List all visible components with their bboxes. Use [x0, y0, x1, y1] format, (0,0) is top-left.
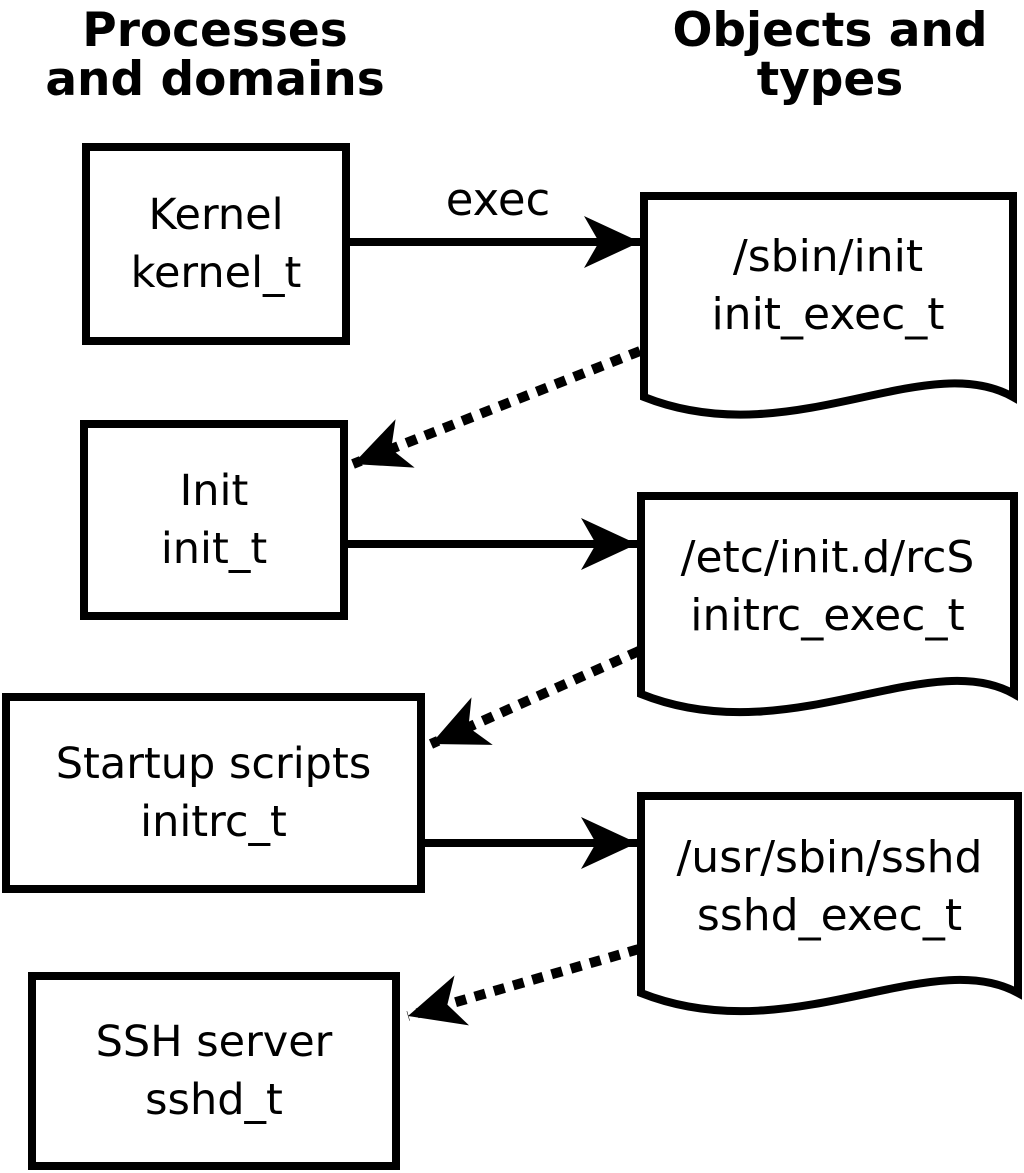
process-node-startup-scripts: Startup scripts initrc_t	[2, 693, 425, 893]
process-node-ssh-server: SSH server sshd_t	[28, 972, 400, 1170]
object-path: /etc/init.d/rcS	[680, 532, 975, 583]
object-node-usr-sbin-sshd: /usr/sbin/sshd sshd_exec_t	[641, 796, 1018, 993]
column-title-objects-line1: Objects and	[672, 3, 988, 58]
object-type: sshd_exec_t	[696, 889, 963, 941]
object-type: initrc_exec_t	[690, 590, 965, 641]
process-name: Startup scripts	[55, 739, 372, 789]
process-domain-type: init_t	[160, 524, 268, 574]
process-domain-type: kernel_t	[130, 248, 302, 298]
process-name: Init	[179, 466, 249, 516]
transition-arrow-init-exec-to-init	[351, 346, 642, 469]
column-title-processes: Processes and domains	[15, 6, 415, 104]
process-node-kernel: Kernel kernel_t	[82, 143, 350, 345]
column-title-objects-line2: types	[756, 52, 904, 107]
process-domain-type: sshd_t	[145, 1075, 283, 1125]
document-shape-etc-initd-rcs	[637, 492, 1018, 717]
exec-edge-label: exec	[445, 173, 551, 226]
document-shape-sbin-init	[640, 192, 1017, 419]
object-type: init_exec_t	[711, 289, 945, 340]
transition-arrow-sshd-exec-to-sshd	[406, 944, 641, 1026]
object-node-sbin-init: /sbin/init init_exec_t	[644, 196, 1012, 396]
process-domain-type: initrc_t	[140, 797, 287, 847]
column-title-processes-line2: and domains	[45, 52, 385, 107]
object-path: /sbin/init	[732, 231, 924, 282]
document-shape-usr-sbin-sshd	[637, 792, 1022, 1016]
process-name: SSH server	[95, 1017, 333, 1067]
object-path: /usr/sbin/sshd	[676, 831, 983, 883]
process-name: Kernel	[148, 190, 284, 240]
transition-arrow-initrc-exec-to-initrc	[428, 646, 642, 749]
column-title-objects: Objects and types	[638, 6, 1022, 104]
column-title-processes-line1: Processes	[82, 3, 348, 58]
process-node-init: Init init_t	[80, 420, 348, 620]
object-node-etc-initd-rcs: /etc/init.d/rcS initrc_exec_t	[641, 496, 1014, 694]
